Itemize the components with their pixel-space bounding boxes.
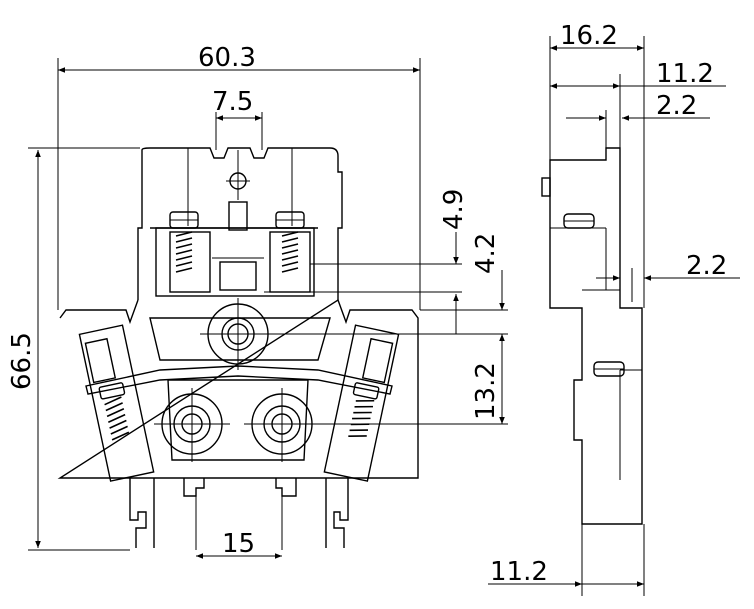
dim-side-2-2-top: 2.2 (656, 91, 697, 121)
top-right-screw (275, 211, 305, 273)
dim-side-11-2-bottom: 11.2 (490, 557, 548, 587)
bottom-right-terminal (244, 388, 320, 462)
main-housing (57, 298, 419, 479)
dim-screw-pitch: 7.5 (212, 87, 253, 117)
side-view (541, 147, 643, 525)
side-bottom-screw (593, 361, 625, 377)
top-cap-outline (141, 147, 343, 300)
top-left-screw (169, 211, 199, 273)
dim-13-2: 13.2 (471, 362, 501, 420)
dim-side-2-2-mid: 2.2 (686, 251, 727, 281)
left-side-screw (78, 324, 155, 482)
dim-side-width: 16.2 (560, 21, 618, 51)
right-side-screw (323, 324, 400, 482)
din-rail-foot (129, 478, 349, 548)
front-dimensions: 60.3 7.5 66.5 4.9 4.2 13.2 15 (7, 43, 508, 559)
dim-side-11-2-top: 11.2 (656, 59, 714, 89)
dim-overall-height: 66.5 (7, 332, 37, 390)
dim-overall-width: 60.3 (198, 43, 256, 73)
dim-4-9: 4.9 (439, 189, 469, 230)
bottom-left-terminal (154, 388, 230, 462)
side-top-screw (563, 213, 595, 229)
front-view (57, 147, 419, 550)
side-view-outline (549, 147, 643, 525)
dim-4-2: 4.2 (471, 233, 501, 274)
dim-bottom-spacing: 15 (222, 529, 255, 559)
side-dimensions: 16.2 11.2 2.2 2.2 11.2 (488, 21, 740, 596)
